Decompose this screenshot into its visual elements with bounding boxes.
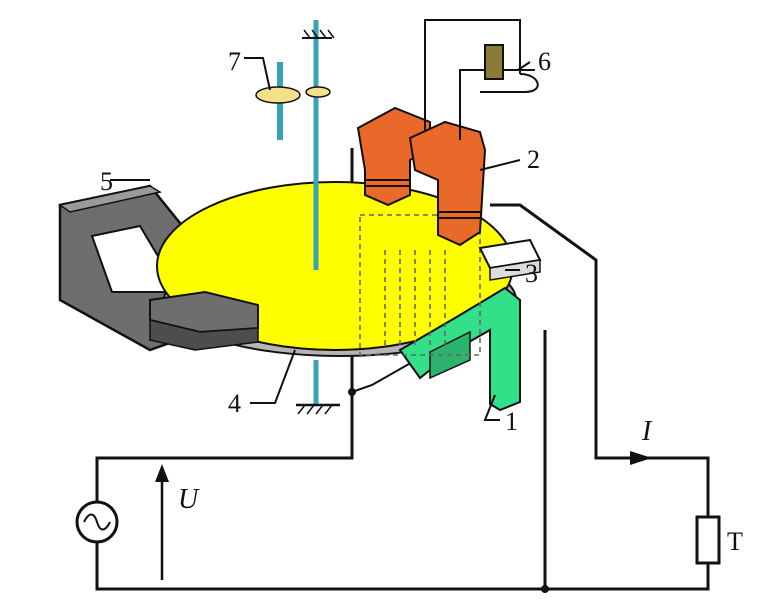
brake-magnet-lower-arm (149, 319, 259, 351)
current-arrow (630, 451, 652, 465)
leader-lines (110, 57, 531, 421)
label-5: 5 (100, 167, 113, 196)
label-7: 7 (228, 47, 241, 76)
label-3: 3 (525, 259, 538, 288)
label-1: 1 (505, 407, 518, 436)
label-2: 2 (527, 145, 540, 174)
adjustment-loop (424, 19, 539, 140)
label-current: I (641, 416, 653, 447)
label-load: T (727, 527, 743, 556)
top-bearing-hatch (302, 29, 335, 39)
load-resistor (695, 515, 721, 565)
current-coil (356, 106, 487, 247)
label-4: 4 (228, 389, 241, 418)
voltage-arrow (155, 464, 169, 580)
counter-gear (255, 62, 331, 140)
label-6: 6 (538, 47, 551, 76)
laminated-core-outline (359, 214, 481, 356)
ac-source-icon (75, 500, 119, 544)
ground-hatch-icon (296, 403, 340, 415)
label-voltage: U (178, 484, 200, 515)
